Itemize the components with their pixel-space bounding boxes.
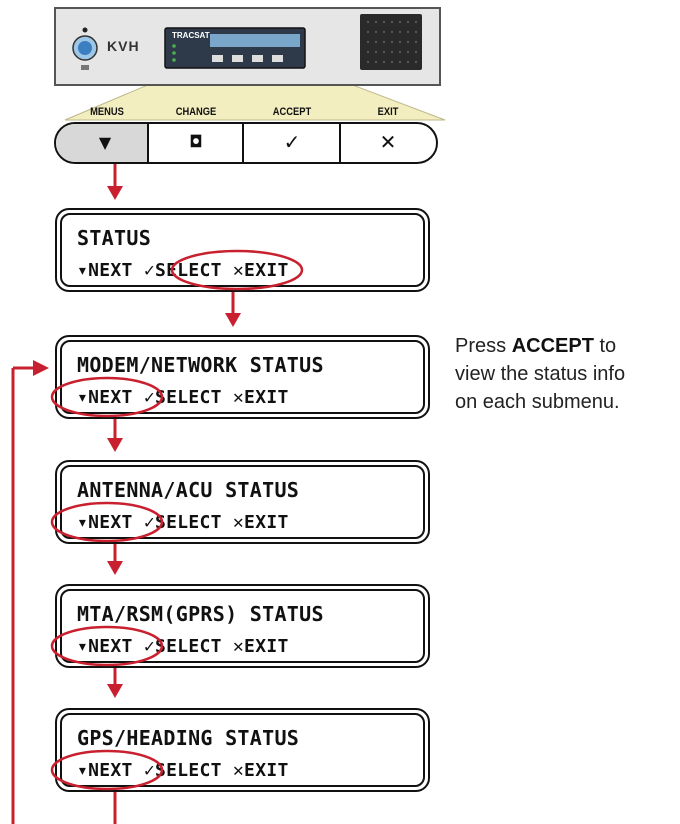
menus-button[interactable]: ▼	[98, 133, 112, 152]
screen-options: ▾NEXT ✓SELECT ✕EXIT	[77, 260, 289, 281]
button-bar	[54, 122, 438, 164]
screen-title: MTA/RSM(GPRS) STATUS	[77, 602, 324, 626]
change-button[interactable]: ◘	[189, 132, 203, 151]
screen-status: STATUS ▾NEXT ✓SELECT ✕EXIT	[55, 208, 430, 292]
accept-button[interactable]: ✓	[283, 130, 301, 154]
screen-title: ANTENNA/ACU STATUS	[77, 478, 300, 502]
brand-logo: KVH	[107, 38, 140, 54]
accept-button-label: ACCEPT	[272, 106, 312, 118]
exit-button-label: EXIT	[377, 106, 399, 118]
change-button-label: CHANGE	[175, 106, 217, 118]
instruction-note: Press ACCEPT to view the status info on …	[455, 332, 680, 416]
note-prefix: Press	[455, 335, 512, 357]
product-logo: TRACSAT	[172, 31, 210, 40]
screen-title: GPS/HEADING STATUS	[77, 726, 300, 750]
note-line3: on each submenu.	[455, 391, 620, 413]
screen-mta-rsm-gprs-status: MTA/RSM(GPRS) STATUS ▾NEXT ✓SELECT ✕EXIT	[55, 584, 430, 668]
note-emphasis: ACCEPT	[511, 335, 594, 357]
screen-gps-heading-status: GPS/HEADING STATUS ▾NEXT ✓SELECT ✕EXIT	[55, 708, 430, 792]
screen-options: ▾NEXT ✓SELECT ✕EXIT	[77, 512, 289, 533]
screen-title: STATUS	[77, 226, 152, 250]
screen-options: ▾NEXT ✓SELECT ✕EXIT	[77, 636, 289, 657]
note-rest: to	[593, 335, 617, 357]
menus-button-label: MENUS	[90, 106, 124, 118]
screen-options: ▾NEXT ✓SELECT ✕EXIT	[77, 387, 289, 408]
screen-options: ▾NEXT ✓SELECT ✕EXIT	[77, 760, 289, 781]
menus-button-shade	[56, 124, 148, 162]
screen-antenna-acu-status: ANTENNA/ACU STATUS ▾NEXT ✓SELECT ✕EXIT	[55, 460, 430, 544]
note-line2: view the status info	[455, 363, 626, 385]
screen-title: MODEM/NETWORK STATUS	[77, 353, 324, 377]
flow-arrows	[11, 164, 241, 824]
exit-button[interactable]: ✕	[379, 130, 397, 154]
screen-modem-network-status: MODEM/NETWORK STATUS ▾NEXT ✓SELECT ✕EXIT	[55, 335, 430, 419]
